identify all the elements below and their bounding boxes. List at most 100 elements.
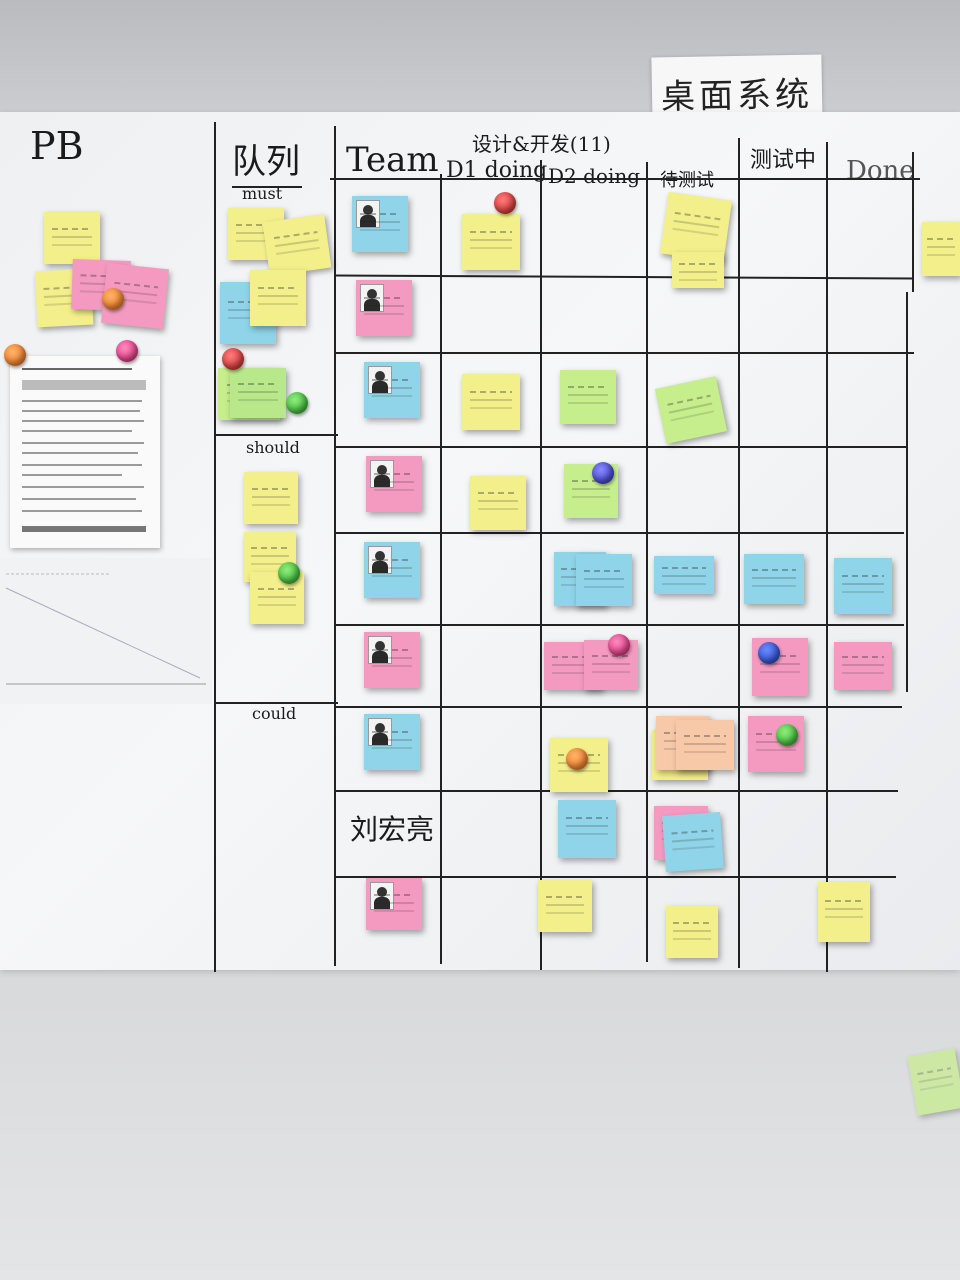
sticky-note[interactable] (470, 476, 526, 530)
sticky-note[interactable] (672, 252, 724, 288)
grid-line (336, 706, 902, 708)
grid-line (906, 292, 908, 692)
smiley-magnet-icon[interactable] (566, 748, 588, 770)
header-d2-doing: D2 doing (548, 164, 641, 188)
team-member-card[interactable] (364, 714, 420, 770)
sticky-note[interactable] (244, 472, 298, 524)
queue-must-label: must (242, 184, 283, 203)
team-member-card[interactable] (364, 362, 420, 418)
sticky-note[interactable] (748, 716, 804, 772)
magnet-icon[interactable] (222, 348, 244, 370)
burndown-line-icon (5, 573, 206, 685)
doc-text-line (22, 380, 146, 390)
burndown-chart-sheet (0, 558, 212, 704)
sticky-note[interactable] (676, 720, 734, 770)
magnet-icon[interactable] (278, 562, 300, 584)
grid-line (738, 138, 740, 968)
doc-text-line (22, 486, 144, 488)
sticky-note[interactable] (558, 800, 616, 858)
doc-text-line (22, 400, 142, 402)
sticky-note[interactable] (662, 812, 724, 872)
team-member-name: 刘宏亮 (350, 813, 435, 846)
smiley-magnet-icon[interactable] (102, 288, 124, 310)
smiley-magnet-icon[interactable] (286, 392, 308, 414)
grid-line (216, 434, 338, 436)
sticky-note[interactable] (922, 222, 960, 276)
lower-wall (0, 970, 960, 1280)
header-pre-test: 待测试 (660, 170, 714, 191)
sticky-note[interactable] (818, 882, 870, 942)
sticky-note[interactable] (262, 213, 332, 277)
team-member-card[interactable] (356, 280, 412, 336)
magnet-icon[interactable] (758, 642, 780, 664)
sticky-note[interactable] (666, 906, 718, 958)
team-member-card[interactable] (366, 878, 422, 930)
queue-should-label: should (246, 438, 300, 457)
smiley-magnet-icon[interactable] (4, 344, 26, 366)
avatar (360, 284, 384, 312)
grid-line (216, 702, 338, 704)
magnet-icon[interactable] (116, 340, 138, 362)
doc-text-line (22, 420, 144, 422)
grid-line (336, 352, 914, 354)
doc-text-line (22, 510, 142, 512)
sticky-note[interactable] (744, 554, 804, 604)
grid-line (330, 178, 920, 180)
avatar (368, 546, 392, 574)
grid-line (336, 446, 908, 448)
avatar (370, 460, 394, 488)
grid-line (826, 142, 828, 972)
sticky-note[interactable] (654, 556, 714, 594)
sticky-note[interactable] (462, 214, 520, 270)
avatar (368, 636, 392, 664)
smiley-magnet-icon[interactable] (776, 724, 798, 746)
doc-text-line (22, 410, 140, 412)
doc-text-line (22, 526, 146, 532)
sticky-note[interactable] (250, 270, 306, 326)
doc-text-line (22, 442, 144, 444)
smiley-magnet-icon[interactable] (494, 192, 516, 214)
team-member-card[interactable] (364, 632, 420, 688)
grid-line (646, 162, 648, 962)
grid-line (336, 876, 896, 878)
grid-line (336, 624, 904, 626)
doc-text-line (22, 464, 142, 466)
team-member-card[interactable] (364, 542, 420, 598)
grid-line (540, 160, 542, 970)
grid-line (214, 122, 216, 972)
sticky-note[interactable] (462, 374, 520, 430)
doc-text-line (22, 452, 138, 454)
avatar (368, 366, 392, 394)
header-team: Team (346, 140, 439, 180)
sticky-note[interactable] (230, 368, 286, 418)
grid-line (440, 174, 442, 964)
pinned-document (10, 356, 160, 548)
header-design-dev: 设计&开发(11) (472, 132, 611, 156)
avatar (356, 200, 380, 228)
sticky-note[interactable] (907, 1048, 960, 1116)
queue-could-label: could (252, 704, 297, 723)
doc-text-line (22, 368, 132, 370)
team-member-card[interactable] (366, 456, 422, 512)
header-queue: 队列 (232, 142, 300, 182)
magnet-icon[interactable] (608, 634, 630, 656)
grid-line (336, 532, 904, 534)
sticky-note[interactable] (834, 642, 892, 690)
avatar (370, 882, 394, 910)
header-testing: 测试中 (750, 148, 817, 173)
header-done: Done (846, 156, 915, 186)
doc-text-line (22, 474, 122, 476)
magnet-icon[interactable] (592, 462, 614, 484)
avatar (368, 718, 392, 746)
sticky-note[interactable] (44, 212, 100, 264)
doc-text-line (22, 430, 132, 432)
header-pb: PB (30, 124, 84, 168)
grid-line (232, 186, 302, 188)
sticky-note[interactable] (560, 370, 616, 424)
team-member-card[interactable] (352, 196, 408, 252)
grid-line (336, 790, 898, 792)
sticky-note[interactable] (538, 880, 592, 932)
sticky-note[interactable] (576, 554, 632, 606)
grid-line (334, 126, 336, 966)
sticky-note[interactable] (834, 558, 892, 614)
